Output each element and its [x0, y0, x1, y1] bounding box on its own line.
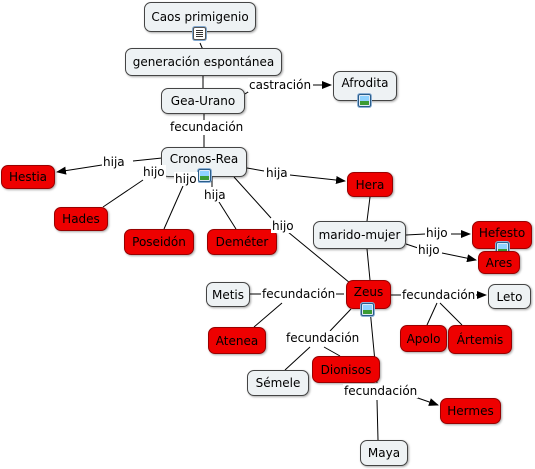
node-maya[interactable]: Maya	[360, 440, 408, 466]
connector-hijo-poseidon	[163, 185, 184, 230]
node-maya-label: Maya	[367, 446, 401, 460]
node-metis[interactable]: Metis	[206, 282, 250, 307]
connector-hija-demeter	[218, 201, 237, 230]
node-ares-label: Ares	[485, 255, 513, 270]
connector-cronosrea-hijo-zeus	[233, 176, 272, 219]
node-hefesto-label: Hefesto	[478, 226, 526, 240]
node-hestia[interactable]: Hestia	[1, 165, 55, 189]
node-leto-label: Leto	[496, 289, 523, 304]
node-cronos-rea-label: Cronos-Rea	[169, 152, 239, 166]
image-icon[interactable]	[198, 169, 211, 182]
node-hermes-label: Hermes	[447, 404, 494, 418]
node-demeter-label: Deméter	[215, 235, 269, 249]
link-label-castracion: castración	[248, 78, 313, 92]
connector-maridomujer-hijo-ares	[405, 243, 419, 249]
node-afrodita-label: Afrodita	[341, 76, 389, 90]
arrow-hija-hera	[289, 174, 346, 185]
node-atenea-label: Atenea	[215, 333, 259, 348]
node-apolo[interactable]: Apolo	[400, 325, 447, 352]
link-label-hija: hija	[102, 155, 126, 169]
link-label-hijo: hijo	[142, 165, 166, 179]
node-caos-primigenio-label: Caos primigenio	[151, 10, 249, 24]
link-label-hijo: hijo	[425, 226, 449, 240]
connector-fecundacion-atenea	[253, 302, 283, 328]
node-metis-label: Metis	[211, 287, 245, 302]
image-icon[interactable]	[358, 94, 371, 107]
node-poseidon-label: Poseidón	[132, 235, 186, 249]
node-hera-label: Hera	[355, 177, 385, 192]
connector-hijo-zeus	[287, 231, 351, 284]
image-icon[interactable]	[361, 303, 374, 316]
node-ares[interactable]: Ares	[478, 251, 520, 274]
connector-maridomujer-zeus	[366, 248, 371, 281]
link-label-fecundacion: fecundación	[261, 287, 337, 301]
link-label-fecundacion: fecundación	[343, 384, 419, 398]
node-atenea[interactable]: Atenea	[208, 327, 266, 354]
connector-hijo-hades	[102, 179, 144, 208]
node-marido-mujer-label: marido-mujer	[318, 228, 401, 242]
node-demeter[interactable]: Deméter	[207, 229, 277, 255]
link-label-hija: hija	[265, 166, 289, 180]
arrow-hijo-ares	[441, 252, 477, 263]
node-cronos-rea[interactable]: Cronos-Rea	[161, 147, 247, 177]
connector-fecundacion-semele	[284, 346, 311, 371]
node-artemis[interactable]: Ártemis	[448, 325, 512, 354]
connector-zeus-fecundacion-semele	[329, 308, 352, 332]
node-gea-urano[interactable]: Gea-Urano	[161, 88, 245, 114]
node-dionisos[interactable]: Dionisos	[312, 356, 380, 383]
node-apolo-label: Apolo	[406, 331, 441, 346]
node-generacion-espontanea[interactable]: generación espontánea	[125, 48, 282, 76]
node-gea-urano-label: Gea-Urano	[170, 94, 236, 108]
link-label-hijo: hijo	[174, 172, 198, 186]
link-label-fecundacion: fecundación	[285, 331, 361, 345]
connector-cronosrea-hija-hera	[246, 167, 265, 172]
node-generacion-espontanea-label: generación espontánea	[132, 55, 275, 69]
link-label-fecundacion: fecundación	[169, 120, 245, 134]
node-hestia-label: Hestia	[8, 170, 48, 184]
arrow-hija-hestia	[56, 164, 103, 175]
node-marido-mujer[interactable]: marido-mujer	[313, 221, 406, 249]
node-artemis-label: Ártemis	[456, 332, 504, 347]
link-label-hija: hija	[203, 188, 227, 202]
node-leto[interactable]: Leto	[488, 284, 531, 309]
node-hades-label: Hades	[62, 212, 100, 226]
link-label-hijo: hijo	[271, 219, 295, 233]
connector-hera-maridomujer	[366, 196, 371, 222]
node-hera[interactable]: Hera	[347, 172, 393, 197]
connector-maridomujer-hijo-hefesto	[405, 233, 426, 236]
document-icon[interactable]	[193, 27, 206, 40]
node-semele-label: Sémele	[255, 376, 301, 390]
node-poseidon[interactable]: Poseidón	[124, 229, 194, 255]
link-label-fecundacion: fecundación	[401, 288, 477, 302]
connector-fecundacion-dionisos	[323, 346, 341, 357]
connector-cronosrea-hija-hestia	[132, 157, 163, 162]
node-hermes[interactable]: Hermes	[440, 398, 501, 424]
node-semele[interactable]: Sémele	[247, 370, 309, 396]
node-zeus-label: Zeus	[353, 284, 384, 299]
node-hades[interactable]: Hades	[54, 207, 108, 231]
connector-fecundacion-artemis	[439, 302, 463, 326]
link-label-hijo: hijo	[417, 243, 441, 257]
node-dionisos-label: Dionisos	[320, 362, 372, 377]
connector-fecundacion-maya	[376, 399, 379, 441]
connector-fecundacion-apolo	[426, 302, 438, 326]
